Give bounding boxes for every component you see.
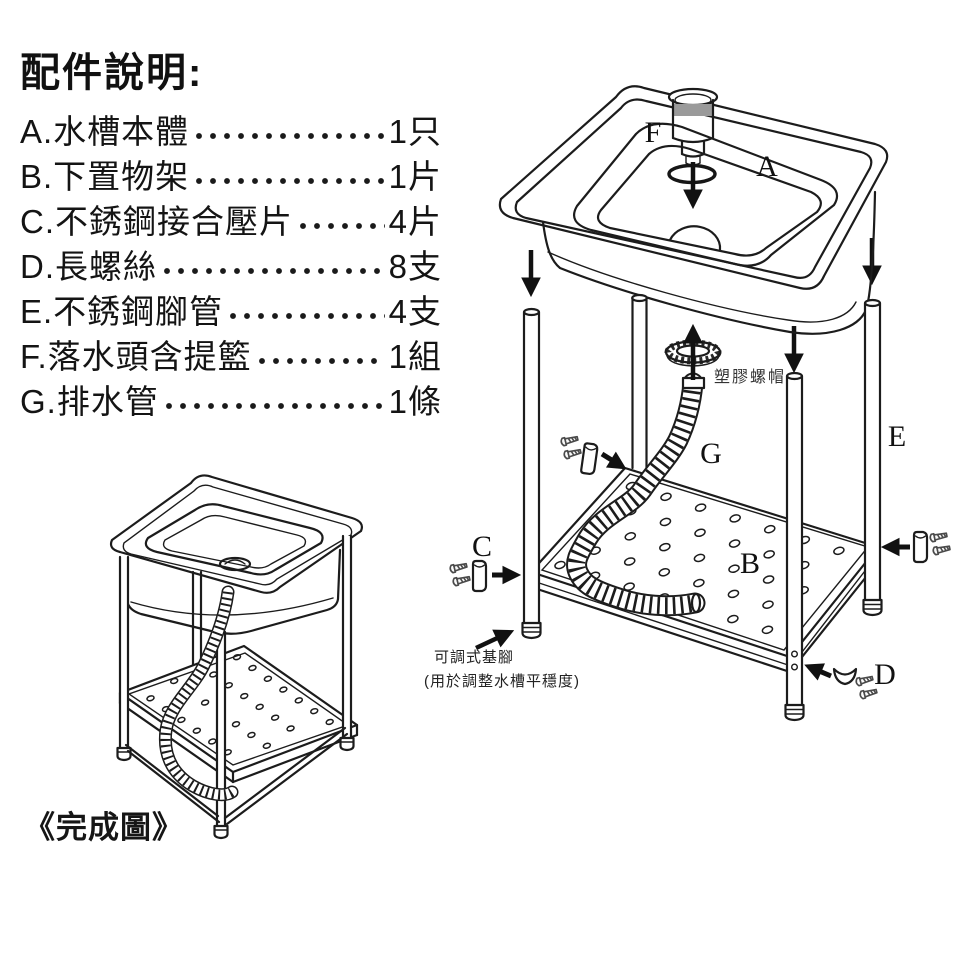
- part-qty: 1只: [388, 112, 442, 150]
- part-qty: 1條: [388, 382, 442, 420]
- exploded-assembly-diagram: 可調式基腳 (用於調整水槽平穩度) 塑膠螺帽 F A E G B C D: [424, 85, 952, 722]
- sink-basin: [498, 85, 889, 335]
- parts-list-item: C.不銹鋼接合壓片 4片: [20, 196, 442, 241]
- clip-group-mid: [559, 433, 630, 476]
- pipe-collar: [681, 376, 706, 390]
- drain-head-assembly: [667, 87, 719, 166]
- dotted-leader: [195, 157, 385, 190]
- parts-list: 配件說明: A.水槽本體 1只 B.下置物架 1片 C.不銹鋼接合壓片 4片 D…: [20, 40, 442, 421]
- parts-list-item: A.水槽本體 1只: [20, 106, 442, 151]
- adjustable-foot: [784, 703, 805, 722]
- label-C: C: [472, 530, 492, 563]
- parts-list-item: E.不銹鋼腳管 4支: [20, 286, 442, 331]
- drain-pipe: [566, 372, 706, 617]
- label-F: F: [645, 116, 662, 149]
- part-name: F.落水頭含提籃: [20, 337, 252, 375]
- parts-list-title: 配件說明:: [20, 51, 204, 95]
- part-qty: 4支: [388, 292, 442, 330]
- drain-pipe-small: [158, 585, 239, 802]
- dotted-leader: [164, 382, 385, 415]
- part-name: E.不銹鋼腳管: [20, 292, 224, 330]
- part-name: D.長螺絲: [20, 247, 157, 285]
- shelf-perforations-small: [146, 653, 334, 756]
- label-B: B: [740, 547, 760, 580]
- leg-right-small: [339, 534, 355, 752]
- completed-assembly-figure: [109, 474, 364, 840]
- parts-list-item: F.落水頭含提籃 1組: [20, 331, 442, 376]
- label-G: G: [700, 437, 722, 470]
- part-name: B.下置物架: [20, 157, 190, 195]
- leg-front-small: [213, 630, 229, 840]
- shelf-small: [118, 644, 359, 784]
- leg-front: [784, 371, 805, 722]
- part-name: A.水槽本體: [20, 112, 190, 150]
- leg-left: [521, 307, 542, 640]
- parts-list-item: G.排水管 1條: [20, 376, 442, 421]
- clip-group-d: [802, 657, 879, 700]
- dotted-leader: [229, 292, 385, 325]
- plastic-nut-label: 塑膠螺帽: [714, 368, 786, 386]
- screw-hole: [791, 650, 799, 658]
- label-A: A: [756, 150, 778, 183]
- drain-cap: [218, 556, 252, 572]
- bottom-stretchers: [124, 726, 349, 826]
- adjustable-foot-annotation: 可調式基腳 (用於調整水槽平穩度): [424, 629, 580, 690]
- part-qty: 8支: [388, 247, 442, 285]
- foot-note-line1: 可調式基腳: [434, 649, 514, 666]
- adjustable-foot: [862, 598, 883, 617]
- part-qty: 1片: [388, 157, 442, 195]
- label-E: E: [888, 420, 906, 453]
- leg-left-small: [116, 555, 132, 762]
- dotted-leader: [257, 337, 385, 370]
- foot-note-line2: (用於調整水槽平穩度): [424, 673, 580, 690]
- completed-figure-caption: 《完成圖》: [24, 810, 184, 845]
- part-name: G.排水管: [20, 382, 159, 420]
- leg-back: [631, 293, 648, 470]
- sink-basin-small: [109, 474, 364, 635]
- screw-hole: [791, 663, 799, 671]
- clip-group-c: [448, 559, 520, 593]
- drain-hole-dome: [668, 225, 722, 252]
- dotted-leader: [163, 247, 385, 280]
- adjustable-foot: [521, 621, 542, 640]
- parts-list-item: B.下置物架 1片: [20, 151, 442, 196]
- dotted-leader: [299, 202, 385, 235]
- part-qty: 1組: [388, 337, 442, 375]
- dotted-leader: [195, 112, 385, 145]
- leg-right: [862, 298, 883, 617]
- clip-group-right: [882, 530, 952, 564]
- part-name: C.不銹鋼接合壓片: [20, 202, 293, 240]
- part-qty: 4片: [388, 202, 442, 240]
- parts-list-item: D.長螺絲 8支: [20, 241, 442, 286]
- label-D: D: [874, 658, 896, 691]
